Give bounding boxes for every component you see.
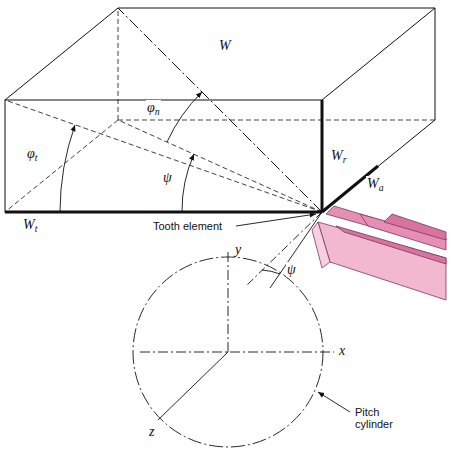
force-box bbox=[5, 8, 435, 212]
part-label: Tooth element bbox=[152, 220, 223, 232]
angle-label: ψ bbox=[286, 262, 297, 277]
angle-arcs bbox=[60, 92, 202, 212]
force-label: Wr bbox=[330, 148, 348, 166]
hidden-edges bbox=[5, 8, 435, 212]
axes bbox=[140, 252, 334, 420]
gear-teeth bbox=[312, 206, 446, 300]
force-label: Wt bbox=[22, 217, 38, 235]
angle-label: φt bbox=[26, 146, 38, 164]
resultant-line bbox=[118, 8, 322, 212]
angle-label: φn bbox=[146, 100, 161, 118]
tooth-element-lines bbox=[236, 212, 350, 412]
force-label: W bbox=[218, 38, 232, 53]
axis-label: y bbox=[234, 242, 242, 257]
force-components bbox=[5, 100, 378, 212]
axis-label: z bbox=[148, 424, 155, 439]
axis-label: x bbox=[338, 343, 346, 358]
force-label: Wa bbox=[366, 176, 385, 194]
part-label: Pitch cylinder bbox=[354, 406, 408, 430]
angle-label: ψ bbox=[162, 170, 173, 185]
